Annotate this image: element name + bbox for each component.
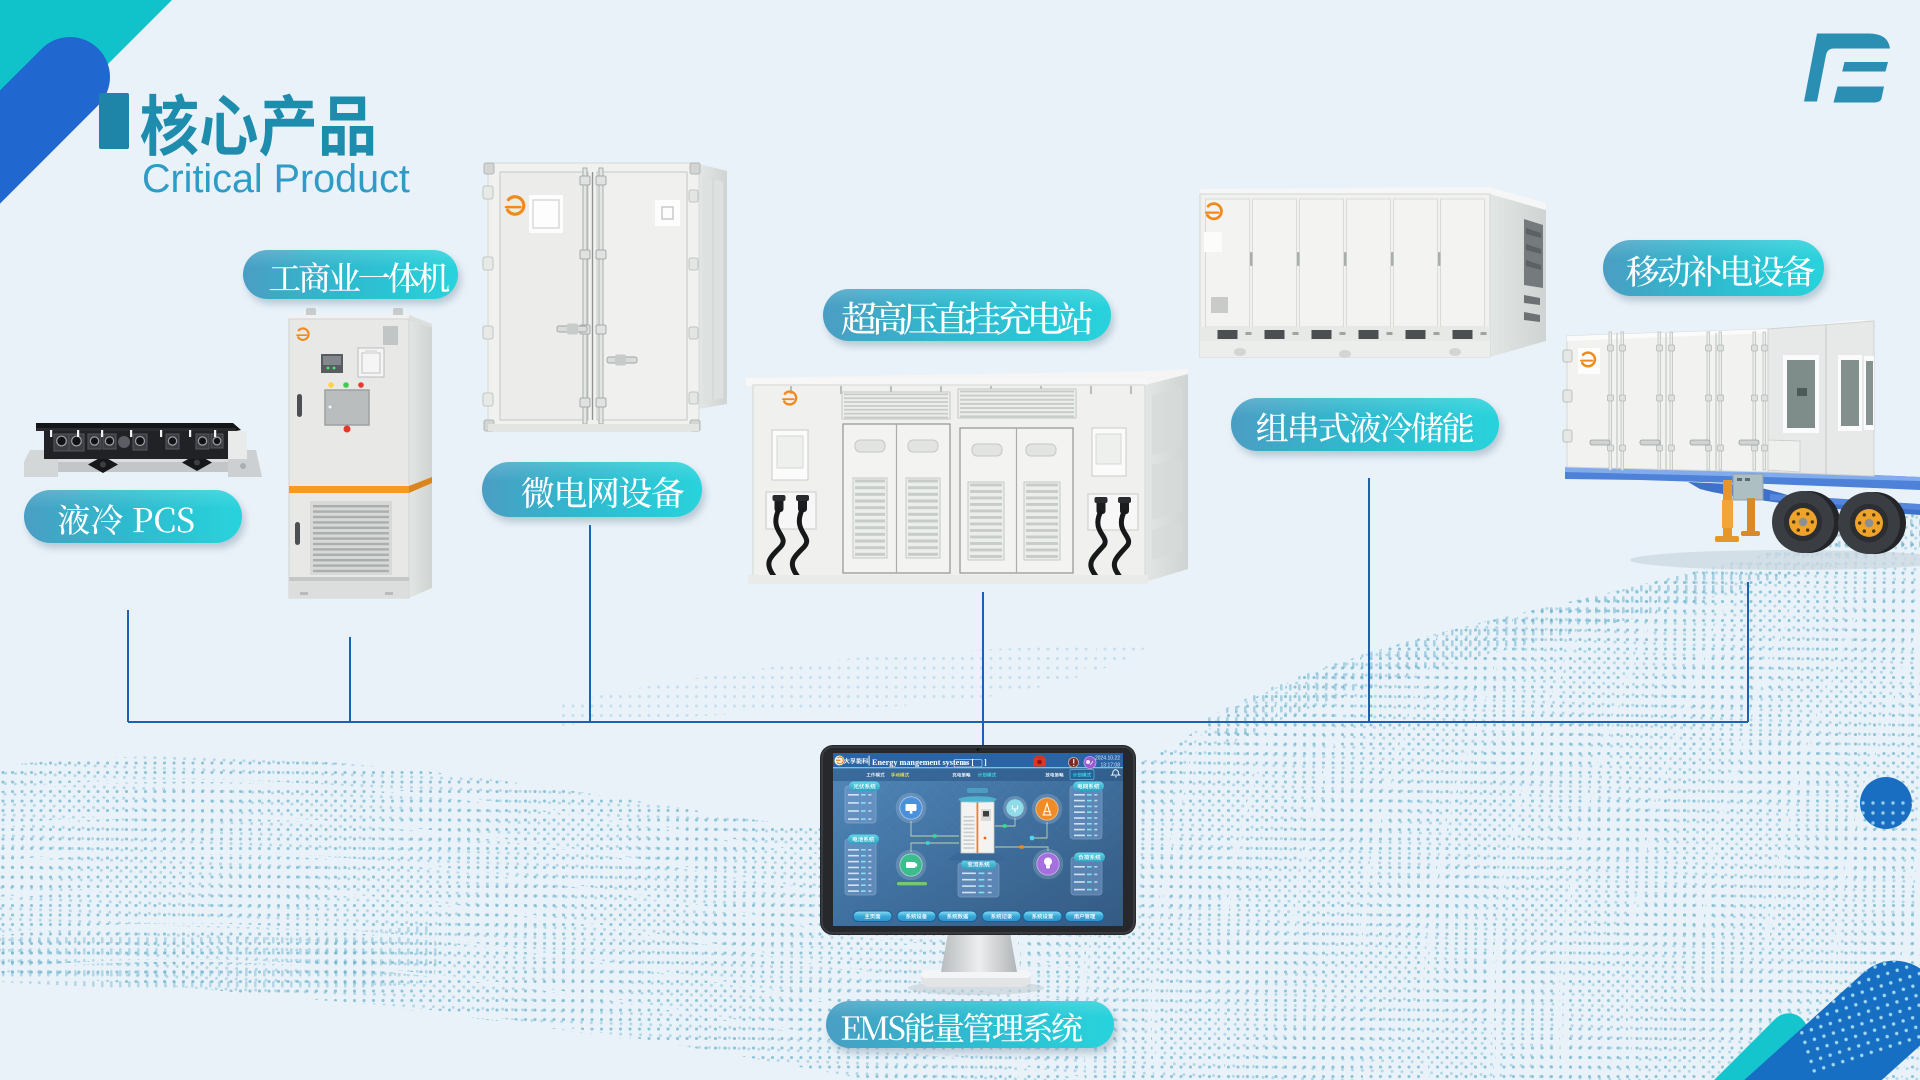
svg-text:2024.10.22: 2024.10.22: [1095, 756, 1120, 762]
svg-text:13:17:08: 13:17:08: [1101, 763, 1121, 769]
svg-text:Critical Product: Critical Product: [142, 157, 410, 201]
svg-text:]: ]: [984, 758, 987, 767]
svg-text:user: user: [960, 761, 969, 766]
svg-text:Energy mangement systems [: Energy mangement systems [: [872, 758, 974, 767]
